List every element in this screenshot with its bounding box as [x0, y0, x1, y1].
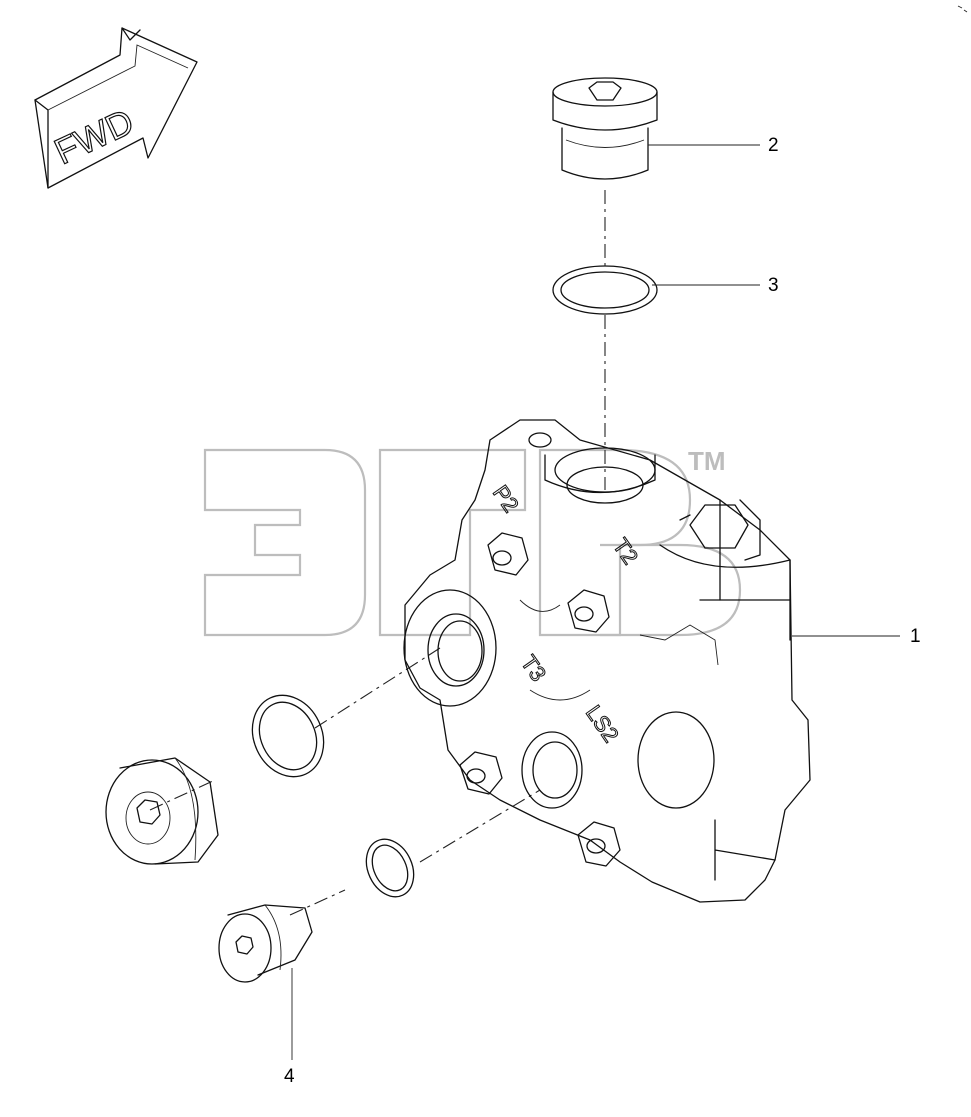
valve-body-part-1 [403, 419, 811, 903]
port-label-p2: P2 [488, 481, 524, 517]
port-label-t3: T3 [516, 651, 551, 686]
large-plug [105, 757, 219, 865]
o-ring-large [251, 694, 325, 778]
fwd-arrow-icon: FWD [34, 27, 198, 189]
trademark-symbol: TM [688, 446, 726, 476]
plug-part-2 [552, 77, 658, 180]
o-ring-small [365, 838, 415, 898]
callout-3: 3 [768, 275, 779, 296]
plug-part-4 [218, 904, 313, 983]
fwd-label: FWD [48, 100, 140, 172]
port-label-t2: T2 [608, 534, 643, 569]
o-ring-part-3 [552, 265, 658, 315]
callout-1: 1 [910, 626, 921, 647]
callout-4: 4 [284, 1066, 295, 1087]
watermark-logo: TM [203, 446, 742, 637]
callout-2: 2 [768, 135, 779, 156]
port-label-ls2: LS2 [581, 701, 624, 747]
